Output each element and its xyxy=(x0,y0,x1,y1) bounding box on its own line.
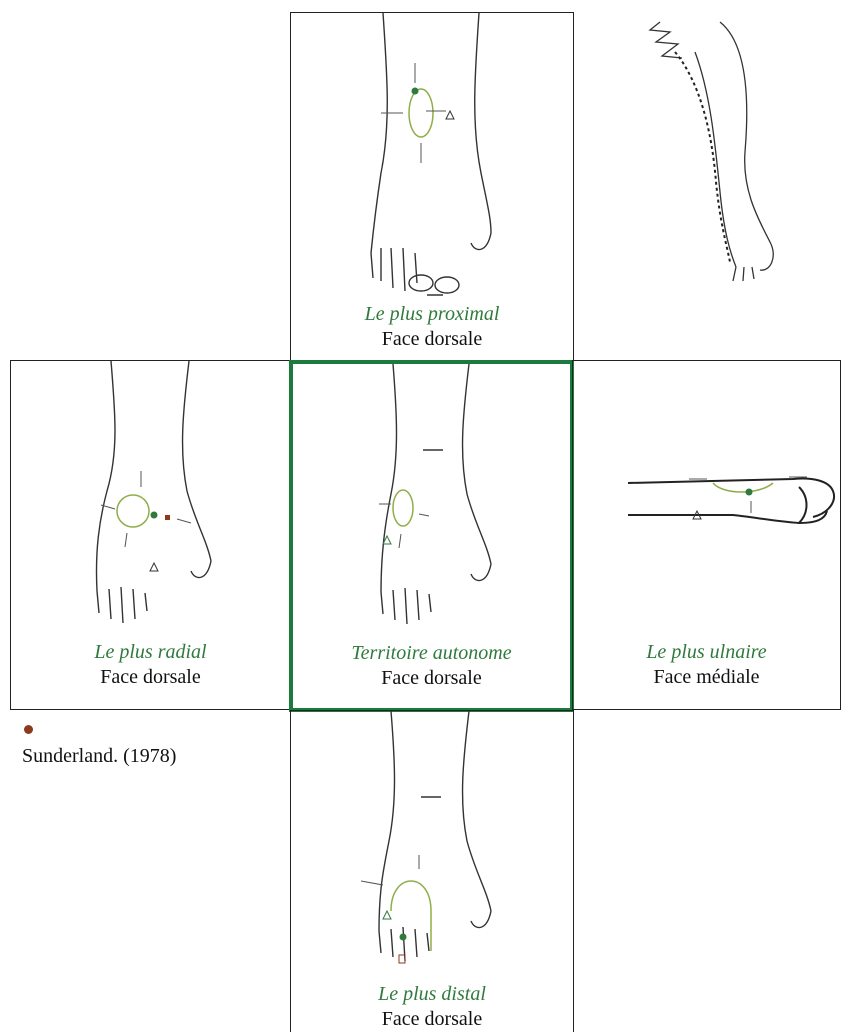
panel-ulnaire-subtitle: Face médiale xyxy=(573,666,840,688)
green-dot-marker xyxy=(400,934,407,941)
panel-autonome: Territoire autonome Face dorsale xyxy=(289,360,574,712)
green-dot-marker xyxy=(412,88,419,95)
panel-radial-title: Le plus radial xyxy=(11,641,290,663)
panel-proximal-title: Le plus proximal xyxy=(291,303,573,325)
arm-nerve-diagram xyxy=(620,12,790,292)
panel-proximal-subtitle: Face dorsale xyxy=(291,328,573,350)
triangle-marker xyxy=(150,563,158,571)
triangle-marker xyxy=(446,111,454,119)
sensory-area-outline xyxy=(393,490,413,526)
green-dot-marker xyxy=(746,489,753,496)
panel-ulnaire: Le plus ulnaire Face médiale xyxy=(572,360,841,710)
sensory-area-outline xyxy=(391,881,431,951)
triangle-marker xyxy=(383,911,391,919)
green-dot-marker xyxy=(151,512,158,519)
panel-distal-title: Le plus distal xyxy=(291,983,573,1005)
panel-radial: Le plus radial Face dorsale xyxy=(10,360,291,710)
panel-proximal: Le plus proximal Face dorsale xyxy=(290,12,574,362)
panel-distal-subtitle: Face dorsale xyxy=(291,1008,573,1030)
panel-ulnaire-title: Le plus ulnaire xyxy=(573,641,840,663)
reference-marker-dot xyxy=(24,725,33,734)
panel-distal: Le plus distal Face dorsale xyxy=(290,710,574,1032)
reference-citation: Sunderland. (1978) xyxy=(22,745,176,768)
sensory-area-outline xyxy=(713,483,773,492)
brown-square-marker xyxy=(165,515,170,520)
arm-nerve-illustration xyxy=(620,12,790,292)
sensory-area-outline xyxy=(409,89,433,137)
panel-radial-subtitle: Face dorsale xyxy=(11,666,290,688)
sensory-area-outline xyxy=(117,495,149,527)
panel-autonome-subtitle: Face dorsale xyxy=(293,667,570,689)
panel-autonome-title: Territoire autonome xyxy=(293,642,570,664)
